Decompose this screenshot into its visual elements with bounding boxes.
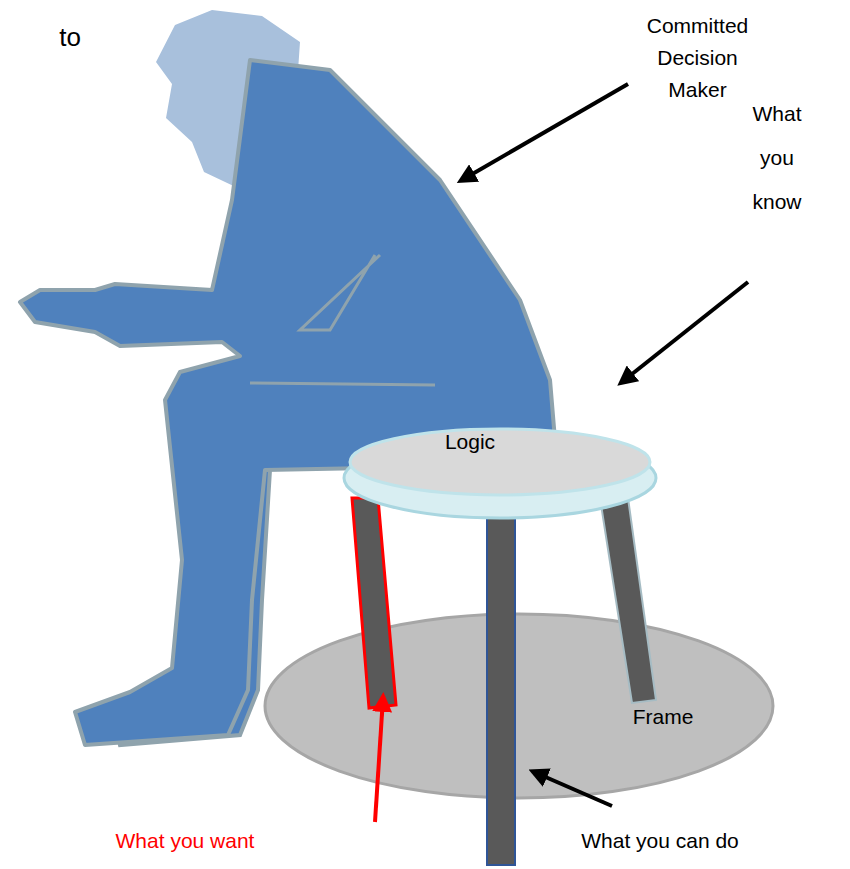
node-text: Frame (613, 705, 713, 729)
man-thigh-line (250, 383, 435, 385)
stool-seat: Logic (342, 418, 658, 522)
floor-frame-shape (263, 612, 775, 800)
leader-arrow (375, 698, 383, 822)
callout-label: What you want (80, 826, 290, 856)
stool-leg-can-do (487, 505, 515, 865)
callout-label: What you know (740, 92, 814, 224)
callout-label: What you can do (550, 826, 770, 856)
callout-label: Committed Decision Maker (635, 10, 760, 106)
ellipse-outline (350, 429, 650, 495)
man-body (20, 60, 555, 745)
title-fragment: to (40, 22, 100, 52)
ellipse-outline (265, 614, 773, 798)
leader-arrow (622, 282, 748, 382)
floor-frame: Frame (263, 612, 775, 800)
node-text: Logic (420, 430, 520, 454)
stool-leg-know (600, 498, 656, 703)
leader-arrow (534, 772, 612, 806)
stool-seat-shape (342, 418, 658, 522)
man-arm-line (300, 255, 380, 330)
leader-arrow (462, 84, 628, 180)
stool-leg-want (352, 498, 396, 708)
